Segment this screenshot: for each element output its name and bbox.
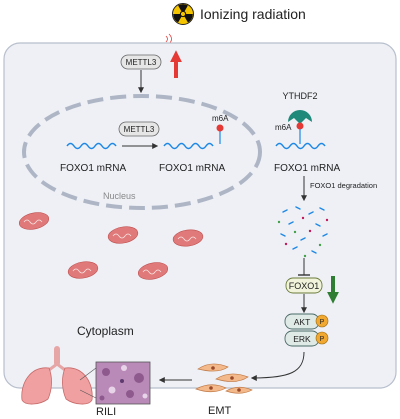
mitochondria-cristae: [23, 219, 197, 275]
foxo1-mrna-unmodified-strand: [66, 142, 117, 150]
m6a-label-cytoplasm: m6A: [275, 123, 292, 132]
mettl3-top-node: METTL3: [120, 54, 162, 70]
foxo1-mrna-modified-strand: [163, 142, 214, 150]
radiation-label: Ionizing radiation: [200, 6, 306, 22]
nucleus-label: Nucleus: [103, 191, 136, 201]
mettl3-nucleus-label: METTL3: [124, 125, 155, 134]
m6a-label-nucleus: m6A: [212, 114, 229, 123]
akt-phospho-badge: [315, 314, 329, 328]
foxo1-mrna-cytoplasm-label: FOXO1 mRNA: [274, 163, 340, 174]
degradation-label: FOXO1 degradation: [310, 181, 377, 190]
foxo1-protein-node: FOXO1: [285, 277, 323, 294]
radiation-hazard-icon: [172, 3, 194, 25]
ythdf2-label: YTHDF2: [282, 91, 317, 101]
akt-label: AKT: [294, 317, 311, 327]
m6a-mark-dot: [216, 124, 224, 132]
erk-phospho-label: P: [320, 336, 325, 343]
foxo1-mrna-cytoplasm-strand: [275, 142, 326, 150]
emt-label: EMT: [208, 405, 232, 417]
fibrosis-tissue-inset: [79, 361, 151, 405]
akt-node: AKT P: [284, 313, 329, 330]
ythdf2-reader-protein: [288, 110, 312, 124]
foxo1-mrna-modified-label: FOXO1 mRNA: [159, 163, 225, 174]
mettl3-nucleus-node: METTL3: [118, 121, 160, 137]
emt-mesenchymal-cells: [195, 363, 253, 394]
foxo1-protein-label: FOXO1: [289, 281, 320, 291]
mitochondria: [18, 212, 204, 280]
kinases-to-emt-arrow: [250, 351, 305, 381]
mrna-fragments: [277, 206, 329, 258]
nucleus-membrane: [22, 94, 262, 210]
akt-phospho-label: P: [320, 319, 325, 326]
m6a-mark-dot-cytoplasm: [296, 122, 304, 130]
lungs-icon: [21, 346, 93, 405]
cytoplasm-label: Cytoplasm: [77, 324, 134, 338]
erk-phospho-badge: [315, 331, 329, 345]
rili-label: RILI: [96, 406, 116, 418]
mettl3-top-label: METTL3: [126, 58, 157, 67]
erk-label: ERK: [293, 334, 311, 344]
erk-node: ERK P: [284, 330, 329, 347]
cell-boundary: [3, 42, 397, 389]
foxo1-mrna-unmodified-label: FOXO1 mRNA: [60, 163, 126, 174]
